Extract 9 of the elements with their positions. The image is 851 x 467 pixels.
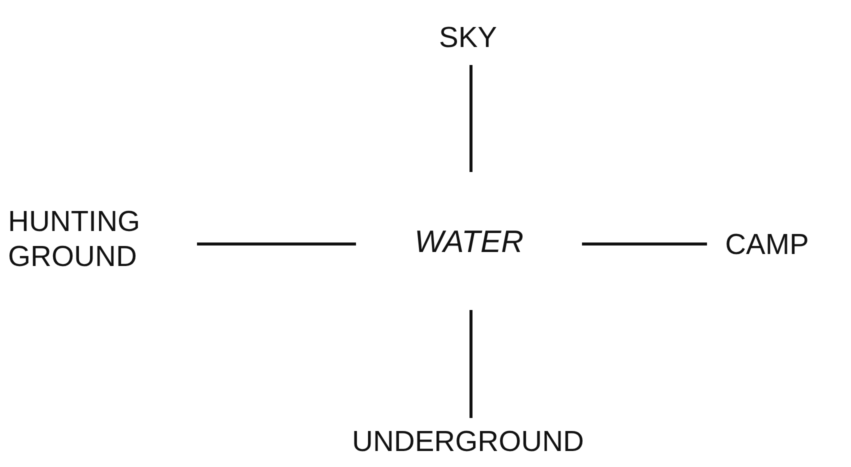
connector-line xyxy=(582,242,707,246)
label-text: UNDERGROUND xyxy=(352,424,584,460)
label-text: CAMP xyxy=(725,228,809,262)
label-text: WATER xyxy=(414,224,524,258)
connector-line xyxy=(197,242,356,246)
label-text: HUNTING GROUND xyxy=(8,205,142,275)
connector-line xyxy=(470,65,472,172)
connector-line xyxy=(470,310,472,418)
label-text: SKY xyxy=(438,21,498,56)
